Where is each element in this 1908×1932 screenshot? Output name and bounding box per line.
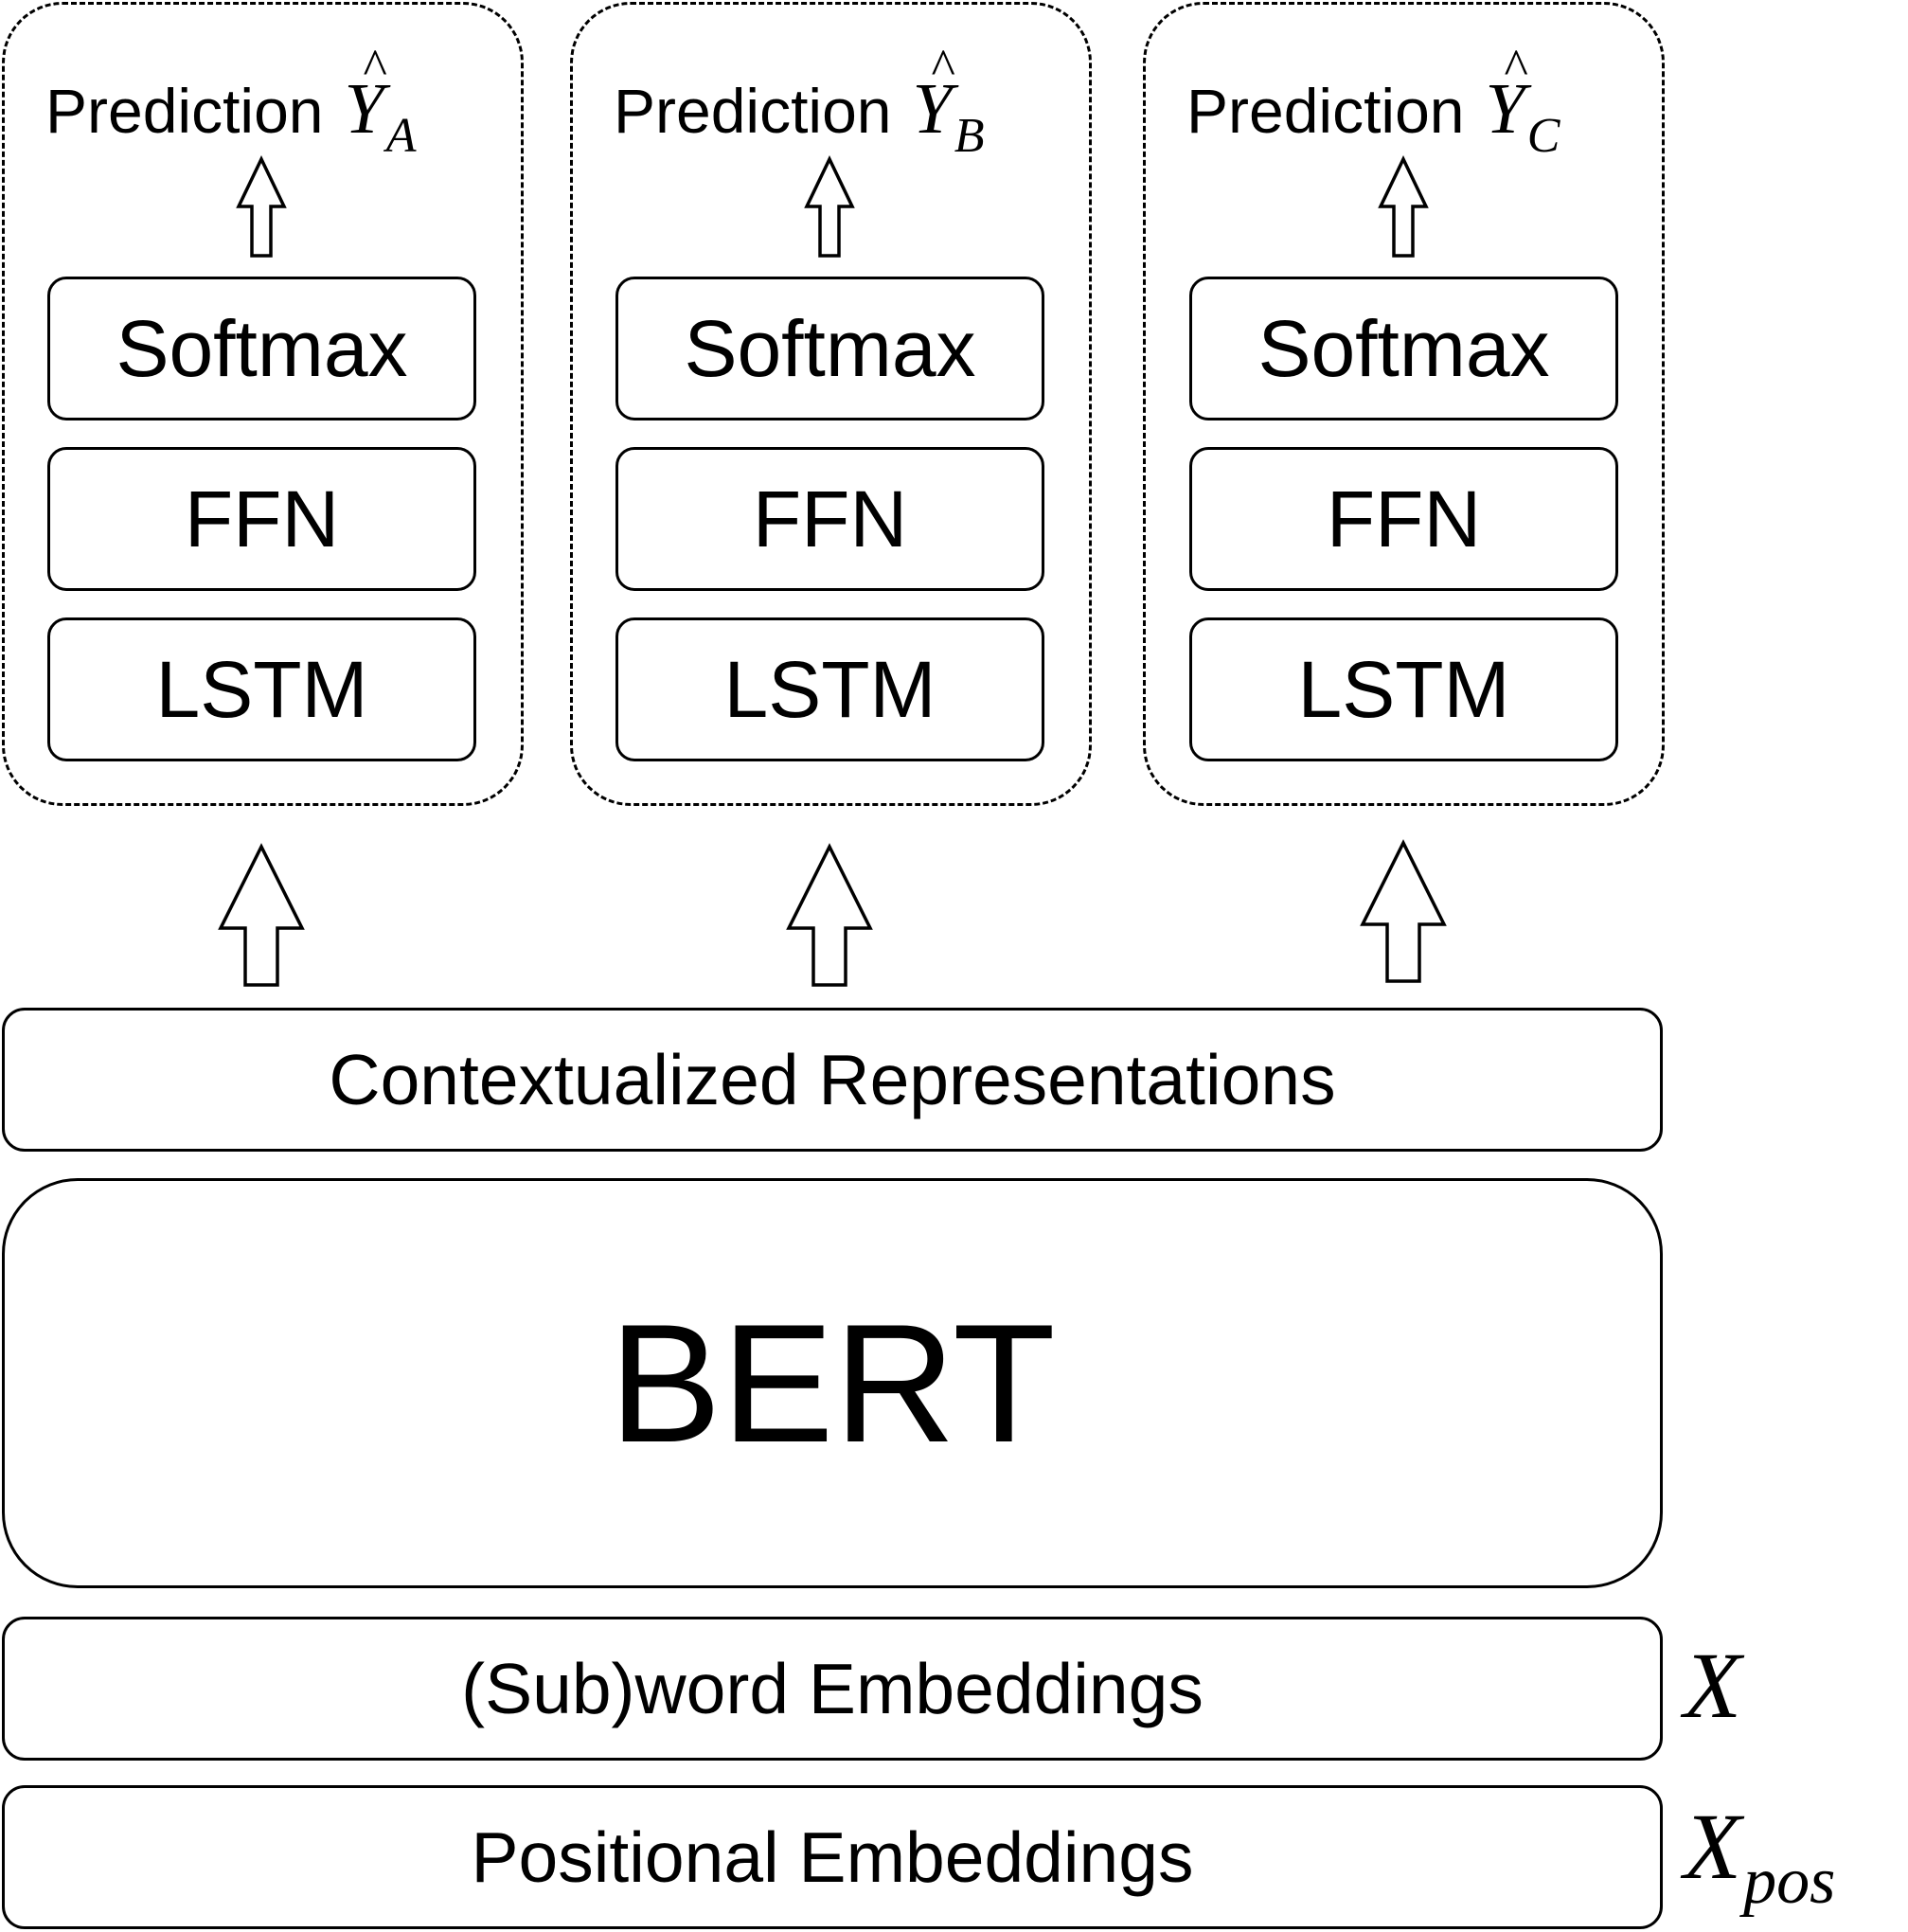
y-subscript: A <box>385 109 417 163</box>
hat-accent: ^ <box>363 39 387 96</box>
lstm-box-b: LSTM <box>615 617 1044 761</box>
prediction-word: Prediction <box>45 76 324 146</box>
ffn-box-a: FFN <box>47 447 476 591</box>
subword-embeddings-label: (Sub)word Embeddings <box>461 1649 1204 1728</box>
lstm-label: LSTM <box>1297 644 1510 734</box>
big-up-arrow-c <box>1360 839 1447 983</box>
softmax-label: Softmax <box>684 303 976 393</box>
task-head-b <box>570 2 1092 806</box>
prediction-word: Prediction <box>614 76 892 146</box>
y-subscript: C <box>1526 109 1560 163</box>
contextualized-label: Contextualized Representations <box>329 1040 1336 1119</box>
prediction-label-b: Prediction ^YB <box>614 39 985 163</box>
small-up-arrow-c <box>1378 154 1429 258</box>
softmax-box-c: Softmax <box>1189 277 1618 420</box>
small-up-arrow-a <box>236 154 287 258</box>
y-var: Y <box>912 69 953 149</box>
ffn-label: FFN <box>752 474 908 564</box>
y-var: Y <box>344 69 384 149</box>
lstm-box-a: LSTM <box>47 617 476 761</box>
xpos-subscript: pos <box>1743 1845 1836 1918</box>
bert-box: BERT <box>2 1178 1663 1588</box>
x-label: X <box>1684 1631 1743 1740</box>
y-var: Y <box>1485 69 1525 149</box>
y-subscript: B <box>954 109 985 163</box>
prediction-word: Prediction <box>1186 76 1465 146</box>
prediction-label-a: Prediction ^YA <box>45 39 417 163</box>
contextualized-representations-box: Contextualized Representations <box>2 1008 1663 1152</box>
ffn-box-c: FFN <box>1189 447 1618 591</box>
softmax-box-a: Softmax <box>47 277 476 420</box>
lstm-label: LSTM <box>155 644 368 734</box>
ffn-label: FFN <box>1326 474 1482 564</box>
task-head-a <box>2 2 524 806</box>
softmax-label: Softmax <box>116 303 408 393</box>
y-hat-symbol: ^YA <box>344 39 417 163</box>
softmax-box-b: Softmax <box>615 277 1044 420</box>
big-up-arrow-b <box>786 843 873 987</box>
hat-accent: ^ <box>931 39 955 96</box>
ffn-box-b: FFN <box>615 447 1044 591</box>
y-hat-symbol: ^YB <box>912 39 985 163</box>
big-up-arrow-a <box>218 843 305 987</box>
positional-embeddings-box: Positional Embeddings <box>2 1785 1663 1929</box>
subword-embeddings-box: (Sub)word Embeddings <box>2 1617 1663 1761</box>
lstm-label: LSTM <box>723 644 936 734</box>
x-var: X <box>1684 1633 1742 1738</box>
xpos-label: Xpos <box>1684 1792 1835 1918</box>
softmax-label: Softmax <box>1257 303 1550 393</box>
positional-embeddings-label: Positional Embeddings <box>471 1817 1194 1897</box>
y-hat-symbol: ^YC <box>1485 39 1560 163</box>
ffn-label: FFN <box>184 474 340 564</box>
prediction-label-c: Prediction ^YC <box>1186 39 1560 163</box>
hat-accent: ^ <box>1504 39 1528 96</box>
small-up-arrow-b <box>804 154 855 258</box>
task-head-c <box>1143 2 1665 806</box>
lstm-box-c: LSTM <box>1189 617 1618 761</box>
xpos-var: X <box>1684 1794 1742 1899</box>
bert-label: BERT <box>609 1289 1056 1477</box>
